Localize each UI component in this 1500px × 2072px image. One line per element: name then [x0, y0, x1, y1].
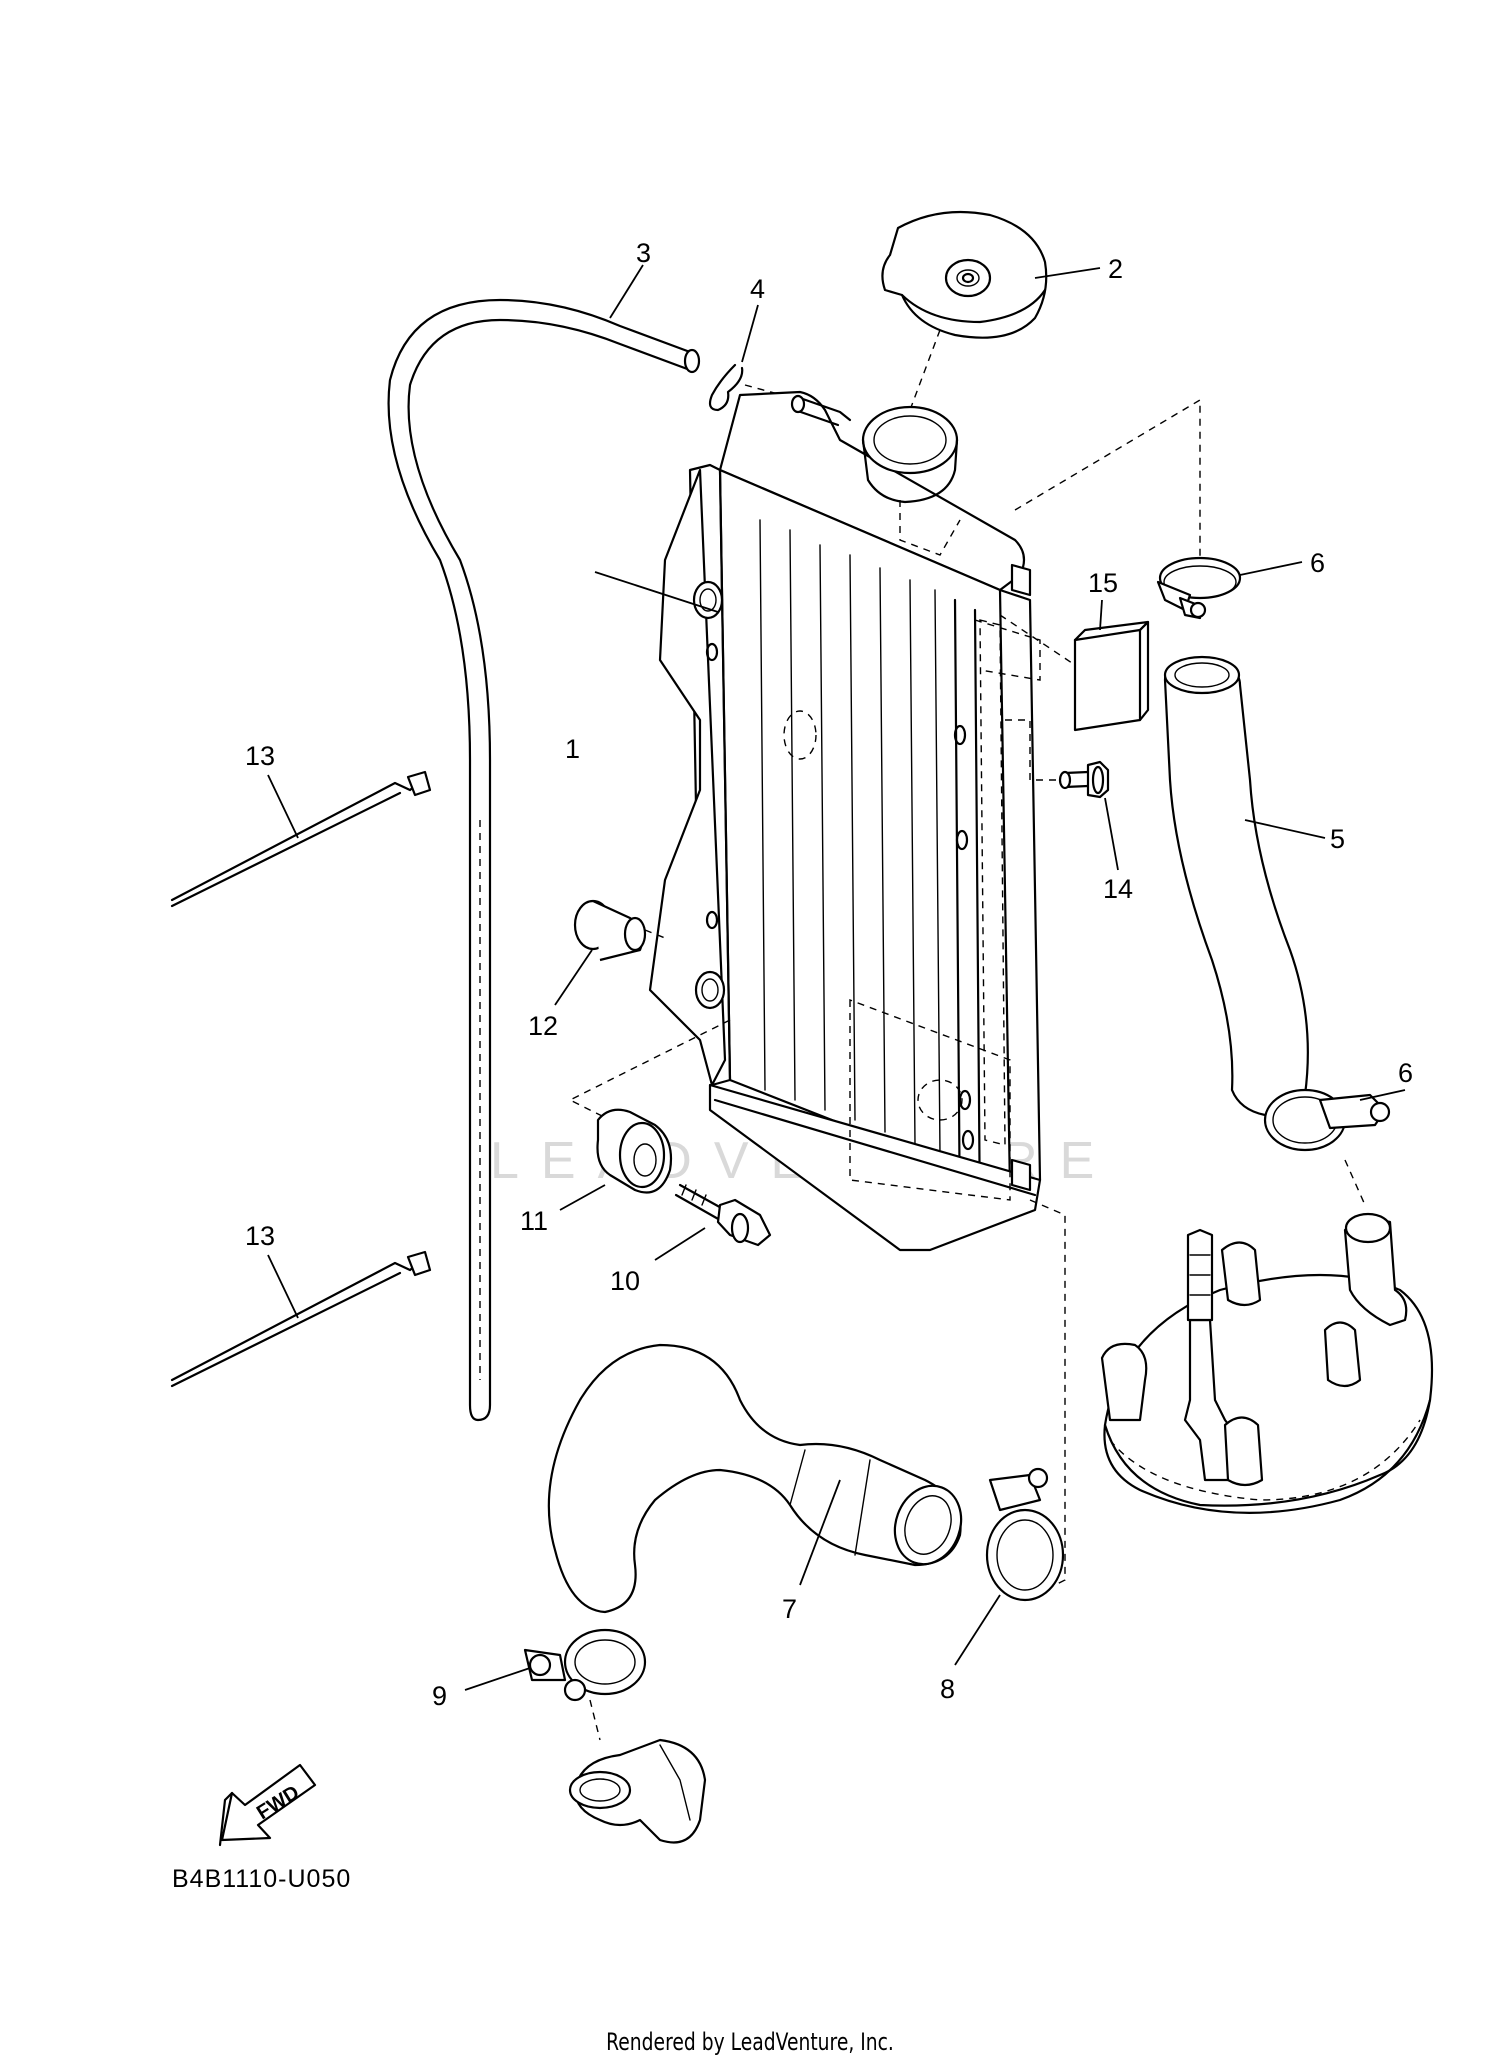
- part-9-hose-clamp: [523, 1628, 707, 1844]
- diagram-code: B4B1110-U050: [172, 1865, 352, 1893]
- part-11-grommet: [596, 1108, 673, 1194]
- leader-lines: [267, 264, 1406, 1691]
- callout-12: 12: [528, 1011, 558, 1041]
- part-13-cable-tie-lower: [170, 1250, 432, 1388]
- callout-7: 7: [782, 1594, 797, 1624]
- fwd-arrow: FWD: [218, 1763, 317, 1847]
- part-3-overflow-hose: [387, 298, 701, 1422]
- callout-4: 4: [750, 274, 765, 304]
- callout-5: 5: [1330, 824, 1345, 854]
- callout-15: 15: [1088, 568, 1118, 598]
- alignment-line-14: [1005, 719, 1060, 781]
- callout-10: 10: [610, 1266, 640, 1296]
- alignment-line-bottom: [1029, 1199, 1066, 1591]
- alignment-line-15: [999, 614, 1076, 666]
- part-12-collar: [573, 899, 666, 962]
- callout-1: 1: [565, 734, 580, 764]
- part-8-hose-clamp: [985, 1467, 1065, 1602]
- callout-13-upper: 13: [245, 741, 275, 771]
- alignment-line-mount: [568, 1019, 731, 1121]
- part-10-bolt: [674, 1183, 772, 1247]
- part-7-radiator-hose-lower: [547, 1343, 963, 1614]
- callout-14: 14: [1103, 874, 1133, 904]
- callout-6-top: 6: [1310, 548, 1325, 578]
- callout-9: 9: [432, 1681, 447, 1711]
- callout-6-bottom: 6: [1398, 1058, 1413, 1088]
- part-15-pad: [1073, 620, 1150, 732]
- part-6-hose-clamp-top: [1156, 556, 1242, 620]
- alignment-line-top: [1014, 398, 1201, 560]
- callout-11: 11: [520, 1206, 548, 1236]
- render-credit: Rendered by LeadVenture, Inc.: [606, 2028, 894, 2056]
- engine-cylinder-head: [1100, 1159, 1434, 1514]
- callout-13-lower: 13: [245, 1221, 275, 1251]
- callout-3: 3: [636, 238, 651, 268]
- callout-2: 2: [1108, 254, 1123, 284]
- part-13-cable-tie-upper: [170, 770, 432, 908]
- part-5-radiator-hose-upper: [1163, 655, 1309, 1117]
- part-1-radiator: [648, 390, 1042, 1252]
- callout-8: 8: [940, 1674, 955, 1704]
- part-14-bolt: [1058, 760, 1110, 799]
- part-6-hose-clamp-bottom: [1263, 1088, 1391, 1152]
